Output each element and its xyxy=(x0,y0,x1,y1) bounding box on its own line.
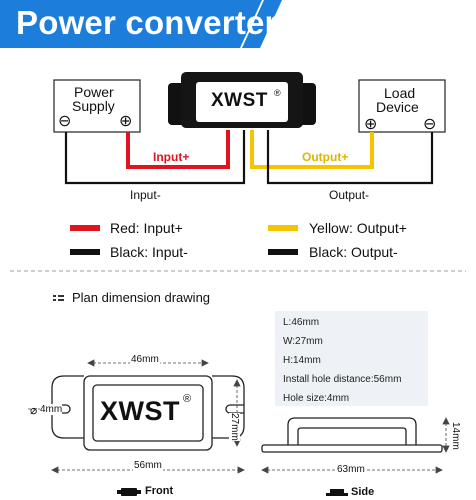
side-height-label: 14mm xyxy=(450,422,461,450)
power-supply-label-line2: Supply xyxy=(72,98,115,114)
front-brand: XWST xyxy=(100,396,180,426)
spec-length: L:46mm xyxy=(283,317,320,328)
power-supply-plus-terminal: ⊕ xyxy=(119,113,133,130)
banner-title: Power converter xyxy=(16,4,278,41)
wire-input-plus xyxy=(126,130,230,169)
load-label-line1: Load xyxy=(384,85,416,101)
converter-module xyxy=(168,72,316,128)
load-plus-terminal: ⊕ xyxy=(364,116,378,133)
front-width-label: 46mm xyxy=(130,354,160,365)
legend-swatch-black-output xyxy=(268,249,298,255)
module-registered-mark: ® xyxy=(274,88,281,98)
legend-swatch-black-input xyxy=(70,249,100,255)
spec-hole-size: Hole size:4mm xyxy=(283,393,350,404)
wire-input-minus xyxy=(64,130,246,185)
front-caption: Front xyxy=(145,485,174,497)
load-device-box xyxy=(358,79,446,133)
side-caption-icon xyxy=(326,489,348,496)
power-supply-box xyxy=(53,79,141,133)
load-label-line2: Device xyxy=(376,99,419,115)
front-hole-symbol: ⌀ xyxy=(30,403,38,417)
front-hole-distance-label: 56mm xyxy=(133,460,163,471)
power-supply-minus-terminal: ⊖ xyxy=(58,113,72,130)
power-supply-label-line1: Power xyxy=(74,84,114,100)
spec-height: H:14mm xyxy=(283,355,321,366)
front-height-label: 27mm xyxy=(229,413,240,441)
drawing-heading-icon xyxy=(53,295,64,301)
legend-label-red: Red: Input+ xyxy=(110,220,183,236)
dimension-heading: Plan dimension drawing xyxy=(72,290,211,305)
legend-label-yellow: Yellow: Output+ xyxy=(309,220,407,236)
front-hole-label: 4mm xyxy=(40,404,63,415)
module-brand: XWST xyxy=(211,90,268,111)
spec-hole-distance: Install hole distance:56mm xyxy=(283,374,402,385)
banner-shape xyxy=(0,0,282,48)
legend-label-black-input: Black: Input- xyxy=(110,244,188,260)
wire-output-plus xyxy=(250,130,374,169)
side-caption: Side xyxy=(351,486,375,498)
wire-input-plus-label: Input+ xyxy=(153,150,190,164)
side-view-drawing xyxy=(261,417,443,453)
side-length-label: 63mm xyxy=(336,464,366,475)
spec-width: W:27mm xyxy=(283,336,323,347)
wire-input-minus-label: Input- xyxy=(130,188,161,202)
spec-box: L:46mm W:27mm H:14mm Install hole distan… xyxy=(275,311,428,406)
wire-output-plus-label: Output+ xyxy=(302,150,349,164)
title-banner: Power converter xyxy=(0,0,476,48)
legend-swatch-red xyxy=(70,225,100,231)
load-minus-terminal: ⊖ xyxy=(423,116,437,133)
front-caption-icon xyxy=(117,488,141,496)
wire-output-minus-label: Output- xyxy=(329,188,370,202)
wire-output-minus xyxy=(266,130,434,185)
front-registered-mark: ® xyxy=(183,393,192,405)
legend-label-black-output: Black: Output- xyxy=(309,244,398,260)
legend-swatch-yellow xyxy=(268,225,298,231)
